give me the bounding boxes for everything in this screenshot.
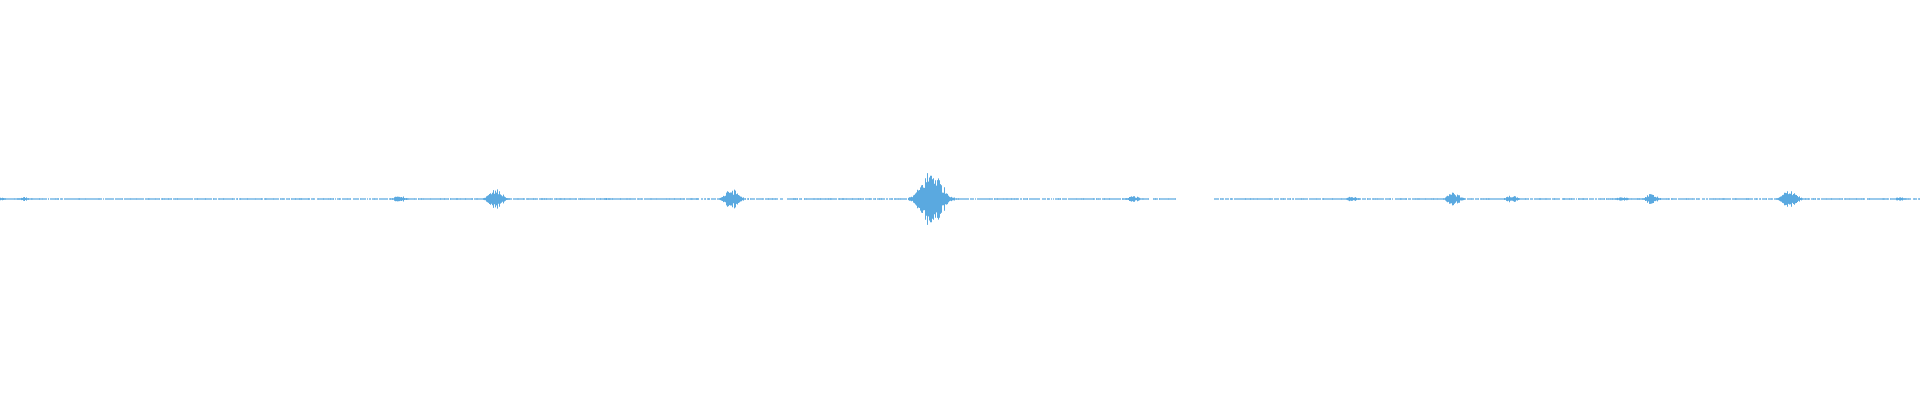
waveform-bars xyxy=(0,173,1920,225)
